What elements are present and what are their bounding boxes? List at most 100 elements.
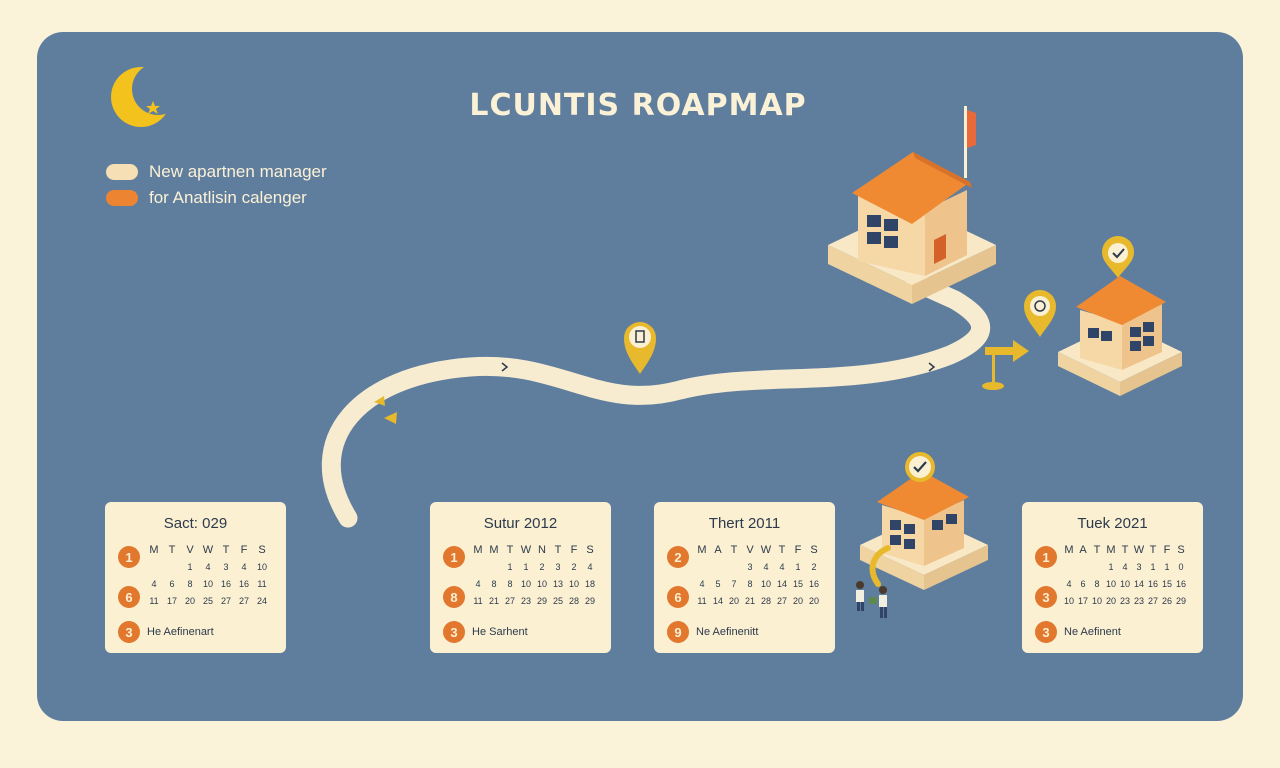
date-cell: 10 <box>760 579 771 589</box>
weekday-label: S <box>1177 544 1185 556</box>
date-cell: 28 <box>760 596 771 606</box>
step-badge: 1 <box>118 546 140 568</box>
date-cell: 3 <box>747 562 753 572</box>
step-badge: 6 <box>667 586 689 608</box>
date-cell: 27 <box>776 596 787 606</box>
date-cell <box>710 562 726 572</box>
weekday-label: T <box>1121 544 1129 556</box>
date-cell: 29 <box>584 596 595 606</box>
weekday-label: S <box>586 544 594 556</box>
weekday-label: A <box>1079 544 1087 556</box>
date-cell: 4 <box>1066 579 1072 589</box>
step-badge: 3 <box>118 621 140 643</box>
date-cell: 28 <box>568 596 579 606</box>
arrow-icon <box>985 340 1029 362</box>
weekday-label: M <box>473 544 483 556</box>
date-cell: 10 <box>202 579 213 589</box>
weekday-label: T <box>554 544 562 556</box>
calendar-note: He Sarhent <box>472 626 528 638</box>
date-cell: 10 <box>1063 596 1074 606</box>
weekday-label: T <box>506 544 514 556</box>
star-icon <box>146 101 160 114</box>
date-cell: 2 <box>811 562 817 572</box>
date-cell <box>163 562 181 572</box>
house-icon <box>828 152 996 304</box>
date-cell: 15 <box>792 579 803 589</box>
date-cell: 17 <box>1077 596 1088 606</box>
weekday-label: W <box>520 544 532 556</box>
date-cell: 4 <box>699 579 705 589</box>
date-cell: 26 <box>1161 596 1172 606</box>
weekday-label: S <box>810 544 818 556</box>
date-cell: 11 <box>473 596 483 606</box>
weekday-label: T <box>730 544 738 556</box>
legend-item: for Anatlisin calenger <box>106 188 307 208</box>
path-arrow-icon <box>501 362 509 372</box>
date-cell: 4 <box>151 579 157 589</box>
calendar-title: Thert 2011 <box>708 515 781 532</box>
date-cell: 27 <box>1147 596 1158 606</box>
date-cell: 8 <box>747 579 753 589</box>
weekday-label: M <box>697 544 707 556</box>
check-icon <box>905 452 935 482</box>
date-cell: 20 <box>808 596 819 606</box>
weekday-label: F <box>794 544 802 556</box>
path-arrow-icon <box>384 412 397 424</box>
date-cell: 10 <box>256 562 267 572</box>
date-cell: 13 <box>552 579 563 589</box>
weekday-label: F <box>570 544 578 556</box>
step-badge: 3 <box>443 621 465 643</box>
date-cell: 18 <box>584 579 595 589</box>
check-pin-icon <box>1102 236 1134 278</box>
legend-item: New apartnen manager <box>106 162 327 182</box>
date-cell: 4 <box>1122 562 1128 572</box>
date-cell: 11 <box>257 579 267 589</box>
date-cell: 14 <box>712 596 723 606</box>
date-cell: 10 <box>1119 579 1130 589</box>
weekday-label: T <box>1093 544 1101 556</box>
date-cell: 7 <box>731 579 737 589</box>
weekday-label: M <box>149 544 159 556</box>
scale-icon <box>982 352 1004 390</box>
date-cell: 6 <box>1080 579 1086 589</box>
weekday-label: T <box>222 544 230 556</box>
date-cell: 0 <box>1178 562 1184 572</box>
path-arrow-icon <box>928 362 936 372</box>
date-cell: 4 <box>241 562 247 572</box>
date-cell: 21 <box>744 596 755 606</box>
date-cell: 4 <box>475 579 481 589</box>
step-badge: 3 <box>1035 621 1057 643</box>
step-badge: 8 <box>443 586 465 608</box>
date-cell: 23 <box>1119 596 1130 606</box>
date-cell: 29 <box>1175 596 1186 606</box>
weekday-label: N <box>538 544 546 556</box>
calendar-note: Ne Aefinent <box>1064 626 1121 638</box>
weekday-label: F <box>240 544 248 556</box>
date-cell: 20 <box>1105 596 1116 606</box>
step-badge: 1 <box>443 546 465 568</box>
date-cell <box>694 562 710 572</box>
lock-pin-icon <box>1024 290 1056 337</box>
date-cell: 15 <box>1161 579 1172 589</box>
weekday-label: S <box>258 544 266 556</box>
step-badge: 9 <box>667 621 689 643</box>
step-badge: 1 <box>1035 546 1057 568</box>
date-cell <box>470 562 486 572</box>
weekday-label: V <box>746 544 754 556</box>
date-cell: 21 <box>488 596 499 606</box>
calendar-note: Ne Aefinenitt <box>696 626 759 638</box>
date-cell: 29 <box>536 596 547 606</box>
date-cell: 20 <box>792 596 803 606</box>
